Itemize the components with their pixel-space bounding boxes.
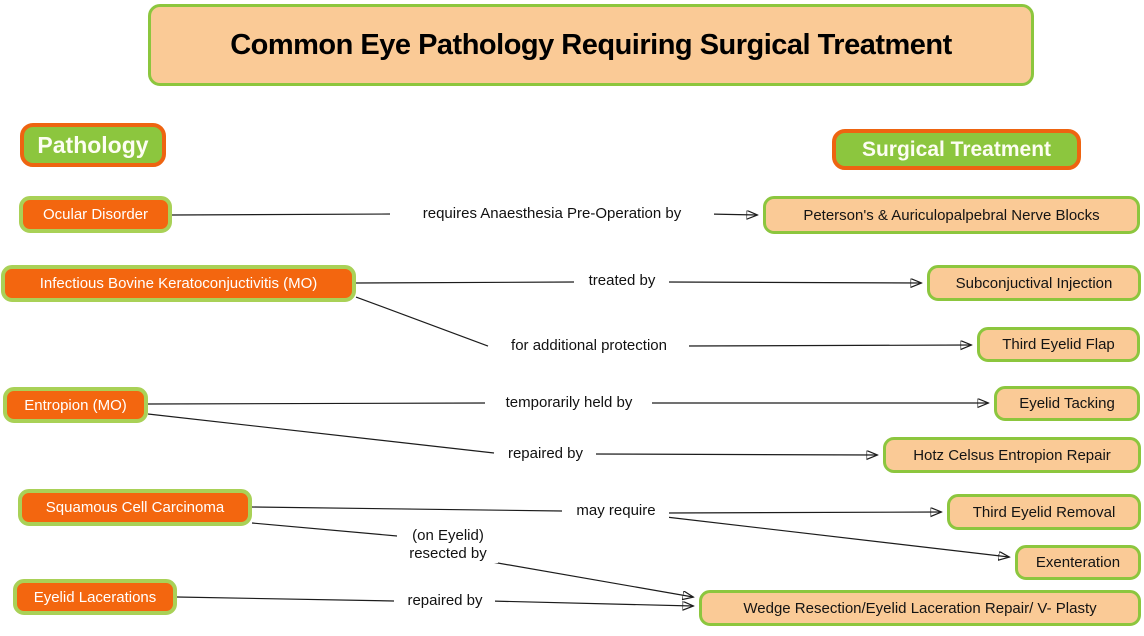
node-entropion[interactable]: Entropion (MO) bbox=[3, 387, 148, 423]
treatment-header[interactable]: Surgical Treatment bbox=[832, 129, 1081, 170]
edge-label-may-require[interactable]: may require bbox=[563, 502, 669, 520]
node-exenteration[interactable]: Exenteration bbox=[1015, 545, 1141, 580]
edge-label-repaired-by-entropion[interactable]: repaired by bbox=[495, 445, 596, 463]
node-infectious-bovine-keratoconjuctivitis[interactable]: Infectious Bovine Keratoconjuctivitis (M… bbox=[1, 265, 356, 302]
edge-label-for-additional-protection[interactable]: for additional protection bbox=[489, 337, 689, 355]
node-eyelid-lacerations[interactable]: Eyelid Lacerations bbox=[13, 579, 177, 615]
node-wedge-resection-eyelid-laceration-repair-v-plasty[interactable]: Wedge Resection/Eyelid Laceration Repair… bbox=[699, 590, 1141, 626]
node-third-eyelid-removal[interactable]: Third Eyelid Removal bbox=[947, 494, 1141, 530]
edge-label-repaired-by-lacerations[interactable]: repaired by bbox=[395, 592, 495, 610]
node-third-eyelid-flap[interactable]: Third Eyelid Flap bbox=[977, 327, 1140, 362]
node-ocular-disorder[interactable]: Ocular Disorder bbox=[19, 196, 172, 233]
pathology-header[interactable]: Pathology bbox=[20, 123, 166, 167]
title-node[interactable]: Common Eye Pathology Requiring Surgical … bbox=[148, 4, 1034, 86]
edge-label-treated-by[interactable]: treated by bbox=[575, 272, 669, 290]
node-subconjuctival-injection[interactable]: Subconjuctival Injection bbox=[927, 265, 1141, 301]
node-squamous-cell-carcinoma[interactable]: Squamous Cell Carcinoma bbox=[18, 489, 252, 526]
node-petersons-auriculopalpebral-nerve-blocks[interactable]: Peterson's & Auriculopalpebral Nerve Blo… bbox=[763, 196, 1140, 234]
edge-label-requires-anaesthesia-pre-operation-by[interactable]: requires Anaesthesia Pre-Operation by bbox=[390, 205, 714, 223]
node-hotz-celsus-entropion-repair[interactable]: Hotz Celsus Entropion Repair bbox=[883, 437, 1141, 473]
edge-label-on-eyelid-resected-by[interactable]: (on Eyelid) resected by bbox=[398, 527, 498, 563]
edge-label-temporarily-held-by[interactable]: temporarily held by bbox=[486, 394, 652, 412]
node-eyelid-tacking[interactable]: Eyelid Tacking bbox=[994, 386, 1140, 421]
